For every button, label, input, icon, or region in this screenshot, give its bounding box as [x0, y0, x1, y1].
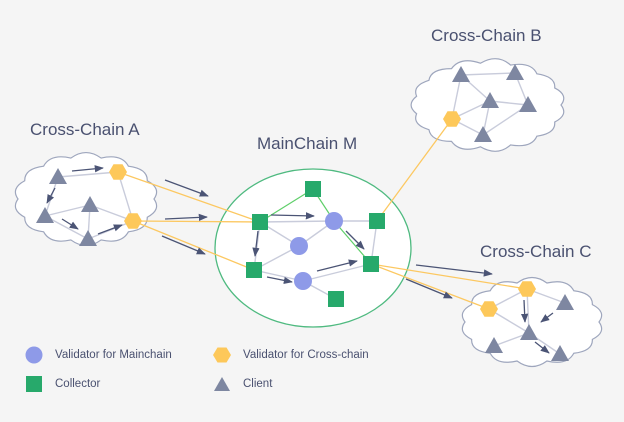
legend-label: Validator for Mainchain	[55, 349, 172, 361]
mainchain-validator-node	[290, 237, 308, 255]
flow-arrow	[252, 230, 260, 257]
flow-arrow	[270, 212, 315, 220]
mainchain-link	[259, 188, 314, 223]
client-node	[36, 207, 54, 223]
cross-chain-link	[370, 263, 490, 310]
legend-label: Client	[243, 378, 273, 390]
flow-arrow	[534, 341, 550, 354]
collector-node	[305, 181, 321, 197]
crosschain-validator-node	[109, 164, 127, 180]
mainchain-boundary	[214, 168, 412, 328]
mainchain-validator-node	[294, 272, 312, 290]
cross-chain-link	[117, 171, 261, 223]
network-edge	[44, 204, 91, 217]
flow-arrow	[46, 187, 56, 204]
network-edge	[117, 171, 134, 222]
client-node	[506, 64, 524, 80]
flow-arrow	[415, 264, 493, 277]
collector-node	[252, 214, 268, 230]
flow-arrow	[71, 165, 104, 173]
crosschain-validator-node	[518, 281, 536, 297]
client-node	[520, 324, 538, 340]
legend-item-collector: Collector	[25, 375, 100, 393]
legend-item-validator-mainchain: Validator for Mainchain	[25, 346, 172, 364]
crosschain-validator-node	[443, 111, 461, 127]
legend-item-client: Client	[213, 375, 272, 393]
cross-chain-link	[132, 220, 261, 223]
flow-arrow	[164, 179, 209, 197]
network-edge	[302, 263, 372, 282]
hexagon-icon	[213, 347, 231, 363]
square-icon	[26, 376, 42, 392]
network-edge	[57, 171, 119, 178]
network-edge	[460, 72, 516, 76]
flow-arrow	[316, 259, 358, 272]
client-node	[452, 66, 470, 82]
crosschain-validator-node	[124, 213, 142, 229]
client-node	[551, 345, 569, 361]
client-node	[481, 92, 499, 108]
flow-arrow	[266, 276, 293, 284]
client-node	[485, 337, 503, 353]
triangle-icon	[214, 377, 230, 391]
client-node	[49, 168, 67, 184]
cross-chain-link	[376, 118, 453, 222]
collector-node	[246, 262, 262, 278]
legend-label: Collector	[55, 378, 101, 390]
title-mainchain: MainChain M	[257, 134, 358, 153]
flow-arrow	[345, 230, 365, 250]
client-node	[474, 126, 492, 142]
title-cross-chain-c: Cross-Chain C	[480, 242, 592, 261]
flow-arrow	[97, 224, 123, 235]
client-node	[519, 96, 537, 112]
collector-node	[369, 213, 385, 229]
flow-arrow	[161, 235, 206, 255]
client-node	[81, 196, 99, 212]
legend-item-validator-crosschain: Validator for Cross-chain	[213, 346, 369, 364]
mainchain-validator-node	[325, 212, 343, 230]
flow-arrow	[405, 278, 453, 299]
client-node	[556, 294, 574, 310]
collector-node	[363, 256, 379, 272]
client-node	[79, 230, 97, 246]
flow-arrow	[540, 312, 554, 323]
network-edge	[489, 100, 529, 106]
collector-node	[328, 291, 344, 307]
title-cross-chain-a: Cross-Chain A	[30, 120, 140, 139]
cross-chain-link	[370, 263, 528, 290]
network-edge	[259, 220, 335, 223]
cloud-cross-chain-a	[14, 151, 158, 247]
cross-chain-link	[132, 220, 255, 271]
flow-arrow	[61, 218, 79, 230]
crosschain-validator-node	[480, 301, 498, 317]
flow-arrow	[164, 213, 208, 222]
flow-arrow	[520, 299, 529, 323]
circle-icon	[25, 346, 43, 364]
legend-label: Validator for Cross-chain	[243, 349, 369, 361]
title-cross-chain-b: Cross-Chain B	[431, 26, 542, 45]
